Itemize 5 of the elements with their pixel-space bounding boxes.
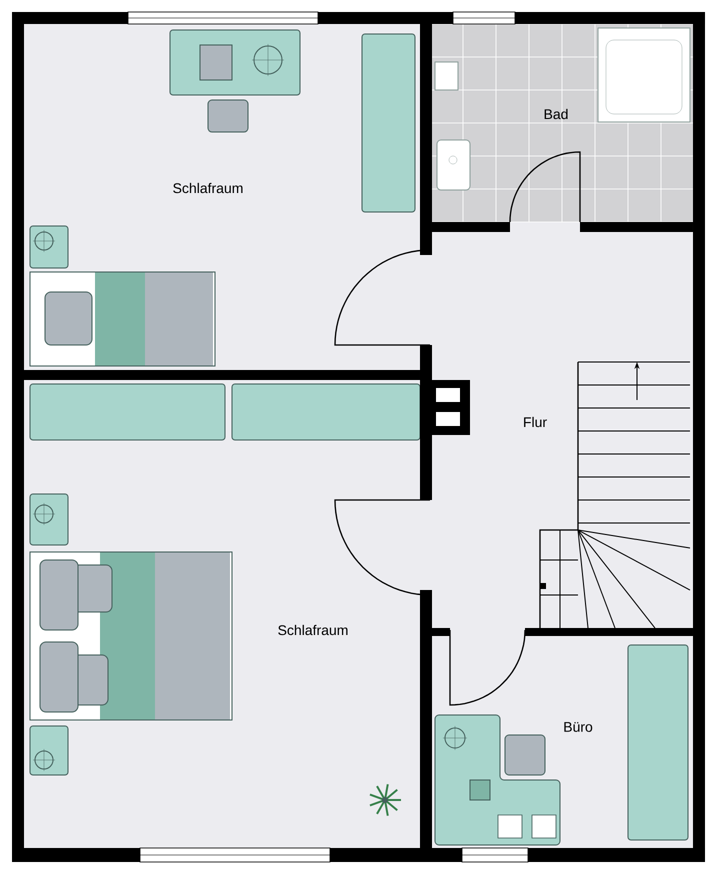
room-label: Flur bbox=[524, 416, 547, 428]
room-label: Schlafraum bbox=[278, 624, 348, 636]
room-label: Büro bbox=[564, 722, 592, 732]
room-label: Schlafraum bbox=[173, 182, 242, 194]
room-label: Bad bbox=[544, 108, 568, 120]
